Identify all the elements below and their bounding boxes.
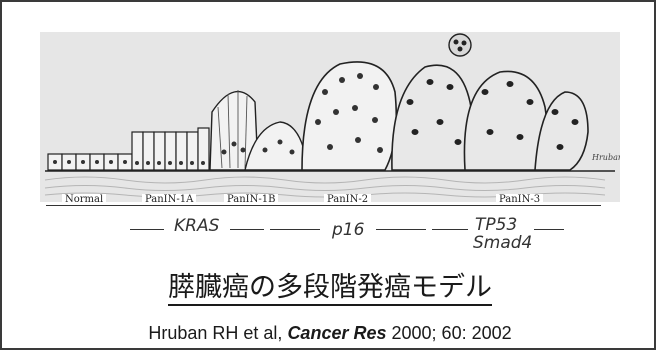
stage-normal: Normal — [62, 194, 106, 205]
gene-kras: KRAS — [174, 216, 219, 236]
stage-panin-1a: PanIN-1A — [142, 194, 196, 205]
citation-journal: Cancer Res — [287, 323, 386, 343]
p16-right-arrow — [376, 229, 426, 230]
gene-p16: p16 — [332, 220, 364, 240]
detached-cell-cluster — [449, 34, 471, 56]
p16-left-arrow — [270, 229, 320, 230]
citation-authors: Hruban RH et al, — [148, 323, 282, 343]
kras-right-arrow — [230, 229, 264, 230]
stage-line — [46, 205, 601, 206]
stage-panin-3: PanIN-3 — [496, 194, 543, 205]
citation-details: 2000; 60: 2002 — [392, 323, 512, 343]
stage-panin-1b: PanIN-1B — [224, 194, 278, 205]
slide-title-text: 膵臓癌の多段階発癌モデル — [168, 272, 492, 306]
gene-tp53: TP53 — [475, 215, 517, 235]
tp53-left-arrow — [432, 229, 468, 230]
kras-left-arrow — [130, 229, 164, 230]
citation: Hruban RH et al, Cancer Res 2000; 60: 20… — [2, 323, 656, 344]
gene-smad4: Smad4 — [473, 233, 532, 253]
normal-epithelium — [48, 154, 132, 170]
tp53-right-arrow — [534, 229, 564, 230]
artist-signature: Hruban — [591, 153, 620, 162]
panin-progression-illustration: Hruban — [40, 32, 620, 202]
slide-title: 膵臓癌の多段階発癌モデル — [2, 265, 656, 304]
stage-panin-2: PanIN-2 — [324, 194, 371, 205]
